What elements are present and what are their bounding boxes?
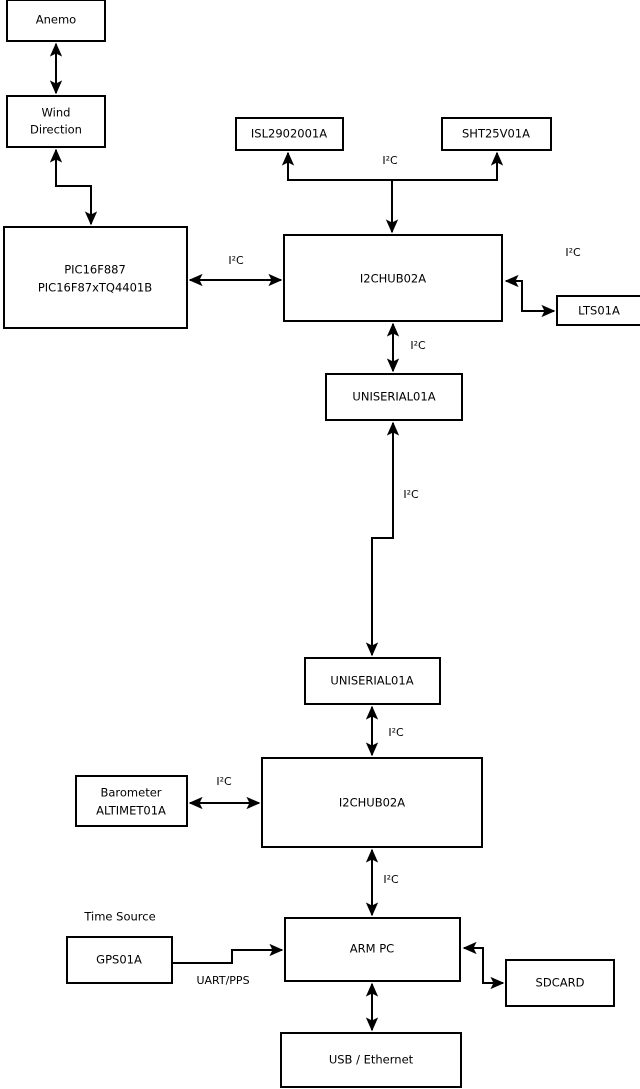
node-label-gps01a: GPS01A xyxy=(96,953,142,967)
label-time-source: Time Source xyxy=(83,910,155,924)
edge-label-i2c-uniserial-hubbot: I²C xyxy=(388,726,404,739)
edge-label-i2c-pic-hub: I²C xyxy=(228,254,244,267)
edge-label-layer: I²C I²C I²C I²C I²C I²C I²C I²C UART/PPS xyxy=(196,154,581,987)
node-label-wind-direction-line2: Direction xyxy=(30,123,82,137)
node-sdcard[interactable]: SDCARD xyxy=(505,959,615,1007)
node-wind-direction[interactable]: Wind Direction xyxy=(6,95,106,148)
node-barometer[interactable]: Barometer ALTIMET01A xyxy=(75,775,188,827)
edge-hubtop-lts xyxy=(504,274,556,318)
edge-label-i2c-top-bus: I²C xyxy=(382,154,398,167)
node-lts01a[interactable]: LTS01A xyxy=(556,295,640,326)
node-i2chub02a-top[interactable]: I2CHUB02A xyxy=(283,234,503,322)
node-label-wind-direction-line1: Wind xyxy=(42,106,71,120)
node-label-pic-line2: PIC16F87xTQ4401B xyxy=(38,281,152,295)
node-gps01a[interactable]: GPS01A xyxy=(66,936,173,984)
edge-armpc-sdcard xyxy=(462,941,505,990)
edge-label-uart-pps: UART/PPS xyxy=(196,974,249,987)
edge-label-i2c-barometer-hub: I²C xyxy=(216,775,232,788)
node-pic-mcu[interactable]: PIC16F887 PIC16F87xTQ4401B xyxy=(3,226,188,329)
node-sht25v01a[interactable]: SHT25V01A xyxy=(441,117,552,151)
node-label-sdcard: SDCARD xyxy=(536,976,585,990)
edge-hubtop-bus xyxy=(281,151,399,234)
node-uniserial01a-upper[interactable]: UNISERIAL01A xyxy=(325,373,463,421)
node-label-uniserial01a-lower: UNISERIAL01A xyxy=(330,674,413,688)
node-label-uniserial01a-upper: UNISERIAL01A xyxy=(352,390,435,404)
edge-label-i2c-uniserial-uniserial: I²C xyxy=(403,488,419,501)
node-label-sht25v01a: SHT25V01A xyxy=(462,127,530,141)
node-label-lts01a: LTS01A xyxy=(578,304,620,318)
edge-label-i2c-hub-uniserial: I²C xyxy=(410,339,426,352)
node-i2chub02a-bottom[interactable]: I2CHUB02A xyxy=(261,757,483,848)
edge-gps-armpc xyxy=(172,943,284,964)
node-label-anemo: Anemo xyxy=(36,13,76,27)
edge-uniup-unidn xyxy=(365,421,400,657)
edge-label-i2c-hub-lts: I²C xyxy=(565,246,581,259)
node-label-pic-line1: PIC16F887 xyxy=(64,263,126,277)
free-label-layer: Time Source xyxy=(83,910,155,924)
node-label-i2chub02a-top: I2CHUB02A xyxy=(360,272,426,286)
edge-layer xyxy=(49,42,556,1032)
node-label-usb-ethernet: USB / Ethernet xyxy=(329,1053,414,1067)
node-label-i2chub02a-bottom: I2CHUB02A xyxy=(339,796,405,810)
edge-bus-sht xyxy=(392,151,504,181)
node-label-barometer-line1: Barometer xyxy=(100,786,161,800)
node-isl2902001a[interactable]: ISL2902001A xyxy=(235,117,344,151)
node-label-isl2902001a: ISL2902001A xyxy=(251,127,327,141)
edge-wind-pic xyxy=(49,148,98,226)
node-arm-pc[interactable]: ARM PC xyxy=(284,917,461,982)
node-label-arm-pc: ARM PC xyxy=(350,942,394,956)
edge-label-i2c-hubbot-armpc: I²C xyxy=(383,873,399,886)
node-label-barometer-line2: ALTIMET01A xyxy=(96,804,166,818)
node-anemo[interactable]: Anemo xyxy=(6,0,106,42)
node-uniserial01a-lower[interactable]: UNISERIAL01A xyxy=(304,657,441,705)
node-usb-ethernet[interactable]: USB / Ethernet xyxy=(280,1032,462,1088)
